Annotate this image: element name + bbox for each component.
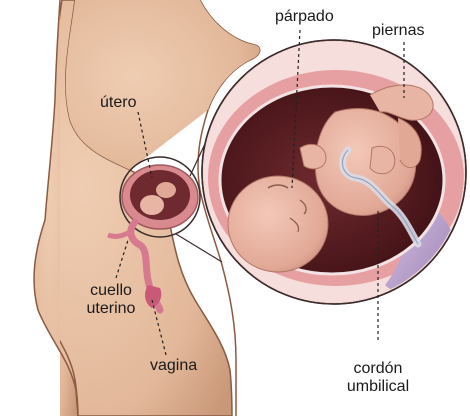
label-legs: piernas [372, 22, 424, 40]
label-cord-line2: umbilical [334, 378, 422, 396]
label-cervix-line2: uterino [72, 300, 150, 318]
label-cord-line1: cordón [338, 360, 418, 378]
label-uterus: útero [100, 94, 136, 112]
label-eyelid: párpado [275, 8, 334, 26]
label-vagina: vagina [150, 357, 197, 375]
label-cervix-line1: cuello [72, 282, 150, 300]
magnified-womb [200, 40, 470, 310]
